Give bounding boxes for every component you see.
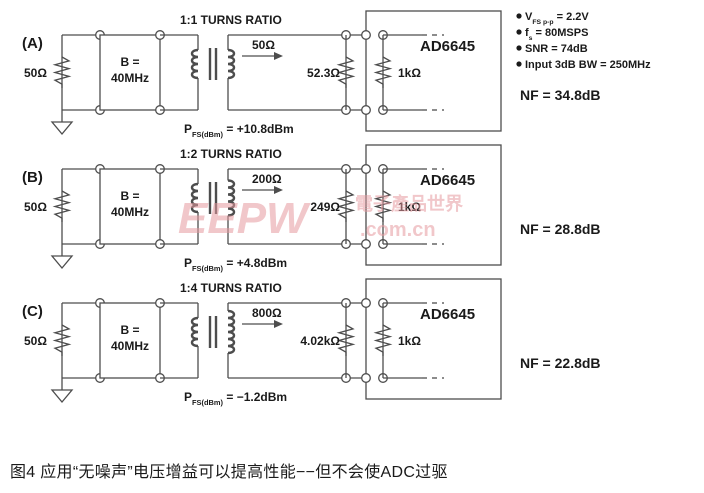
secondary-coil bbox=[227, 309, 236, 355]
bandpass-filter-box bbox=[99, 168, 161, 245]
turns-ratio-label: 1:2 TURNS RATIO bbox=[180, 147, 282, 161]
terminal-node bbox=[361, 373, 371, 383]
impedance-label: 50Ω bbox=[252, 38, 275, 52]
watermark-domain: .com.cn bbox=[360, 219, 436, 241]
spec-bw: Input 3dB BW = 250MHz bbox=[525, 59, 651, 71]
filter-label-line2: 40MHz bbox=[111, 339, 149, 353]
secondary-coil bbox=[227, 179, 236, 217]
arrowhead bbox=[274, 52, 283, 60]
turns-ratio-label: 1:4 TURNS RATIO bbox=[180, 281, 282, 295]
terminal-node bbox=[361, 164, 371, 174]
source-resistor-label: 50Ω bbox=[24, 66, 47, 80]
figure-caption: 图4 应用“无噪声”电压增益可以提高性能−−但不会使ADC过驱 bbox=[10, 464, 448, 481]
spec-bullet bbox=[516, 45, 522, 51]
full-scale-power-label-part-1: FS(dBm) bbox=[192, 398, 224, 407]
spec-vfs-part-0: V bbox=[525, 11, 533, 23]
noise-figure-label: NF = 22.8dB bbox=[520, 355, 601, 371]
primary-coil bbox=[190, 48, 199, 80]
source-resistor bbox=[52, 190, 72, 222]
circuit-label: (C) bbox=[22, 303, 43, 320]
circuit-label: (B) bbox=[22, 169, 43, 186]
adc-box bbox=[365, 10, 502, 132]
source-resistor-label: 50Ω bbox=[24, 200, 47, 214]
adc-name-label: AD6645 bbox=[420, 172, 475, 189]
circuit-b: (B) 50Ω B = 40MHz 1:2 TURNS RATIO 200Ω 249Ω PFS… bbox=[22, 144, 601, 273]
terminal-node bbox=[361, 30, 371, 40]
adc-box bbox=[365, 144, 502, 266]
filter-label-line2: 40MHz bbox=[111, 71, 149, 85]
filter-label-line1: B = bbox=[120, 55, 139, 69]
watermark-logo: EEPW bbox=[178, 194, 311, 243]
bandpass-filter-box bbox=[99, 34, 161, 111]
adc-box bbox=[365, 278, 502, 400]
watermark: EEPW 電子產品世界 .com.cn bbox=[178, 193, 463, 243]
arrowhead bbox=[274, 320, 283, 328]
spec-bullet bbox=[516, 13, 522, 19]
turns-ratio-label: 1:1 TURNS RATIO bbox=[180, 13, 282, 27]
circuit-c: (C) 50Ω B = 40MHz 1:4 TURNS RATIO 800Ω 4.02kΩ P… bbox=[22, 278, 601, 407]
filter-label-line1: B = bbox=[120, 323, 139, 337]
circuit-label: (A) bbox=[22, 35, 43, 52]
adc-input-resistor bbox=[373, 56, 393, 88]
ground-symbol bbox=[50, 121, 74, 136]
termination-resistor bbox=[336, 190, 356, 222]
terminal-node bbox=[361, 298, 371, 308]
terminal-node bbox=[361, 105, 371, 115]
filter-label-line2: 40MHz bbox=[111, 205, 149, 219]
ground-symbol bbox=[50, 389, 74, 404]
watermark-chinese: 電子產品世界 bbox=[355, 193, 463, 214]
adc-name-label: AD6645 bbox=[420, 306, 475, 323]
full-scale-power-label-part-2: = +10.8dBm bbox=[223, 122, 294, 136]
noise-figure-label: NF = 34.8dB bbox=[520, 87, 601, 103]
primary-coil bbox=[190, 182, 199, 214]
full-scale-power-label-part-0: P bbox=[184, 390, 192, 404]
filter-label-line1: B = bbox=[120, 189, 139, 203]
full-scale-power-label: PFS(dBm) = +10.8dBm bbox=[184, 122, 294, 139]
arrowhead bbox=[274, 186, 283, 194]
full-scale-power-label-part-0: P bbox=[184, 256, 192, 270]
adc-input-resistor bbox=[373, 190, 393, 222]
spec-snr: SNR = 74dB bbox=[525, 43, 588, 55]
adc-resistor-label: 1kΩ bbox=[398, 334, 421, 348]
spec-vfs-part-1: FS p-p bbox=[532, 19, 553, 26]
full-scale-power-label-part-1: FS(dBm) bbox=[192, 130, 224, 139]
spec-fs-part-2: = 80MSPS bbox=[532, 27, 588, 39]
spec-fs: fs = 80MSPS bbox=[525, 27, 588, 42]
impedance-label: 200Ω bbox=[252, 172, 282, 186]
secondary-coil bbox=[227, 48, 236, 80]
full-scale-power-label-part-2: = −1.2dBm bbox=[223, 390, 287, 404]
spec-bullet bbox=[516, 29, 522, 35]
full-scale-power-label-part-2: = +4.8dBm bbox=[223, 256, 287, 270]
adc-input-resistor bbox=[373, 324, 393, 356]
adc-name-label: AD6645 bbox=[420, 38, 475, 55]
full-scale-power-label: PFS(dBm) = +4.8dBm bbox=[184, 256, 287, 273]
source-resistor-label: 50Ω bbox=[24, 334, 47, 348]
spec-vfs-part-2: = 2.2V bbox=[554, 11, 590, 23]
spec-fs-part-0: f bbox=[525, 27, 529, 39]
full-scale-power-label-part-0: P bbox=[184, 122, 192, 136]
spec-vfs: VFS p-p = 2.2V bbox=[525, 11, 589, 26]
termination-resistor-label: 4.02kΩ bbox=[300, 334, 340, 348]
termination-resistor bbox=[336, 56, 356, 88]
source-resistor bbox=[52, 324, 72, 356]
primary-coil bbox=[190, 316, 199, 348]
source-resistor bbox=[52, 56, 72, 88]
ground-symbol bbox=[50, 255, 74, 270]
spec-bullet bbox=[516, 61, 522, 67]
terminal-node bbox=[361, 239, 371, 249]
adc-resistor-label: 1kΩ bbox=[398, 66, 421, 80]
bandpass-filter-box bbox=[99, 302, 161, 379]
full-scale-power-label-part-1: FS(dBm) bbox=[192, 264, 224, 273]
impedance-label: 800Ω bbox=[252, 306, 282, 320]
noise-figure-label: NF = 28.8dB bbox=[520, 221, 601, 237]
adc-resistor-label: 1kΩ bbox=[398, 200, 421, 214]
termination-resistor-label: 52.3Ω bbox=[307, 66, 340, 80]
termination-resistor bbox=[336, 324, 356, 356]
termination-resistor-label: 249Ω bbox=[310, 200, 340, 214]
full-scale-power-label: PFS(dBm) = −1.2dBm bbox=[184, 390, 287, 407]
spec-fs-part-1: s bbox=[529, 35, 533, 42]
